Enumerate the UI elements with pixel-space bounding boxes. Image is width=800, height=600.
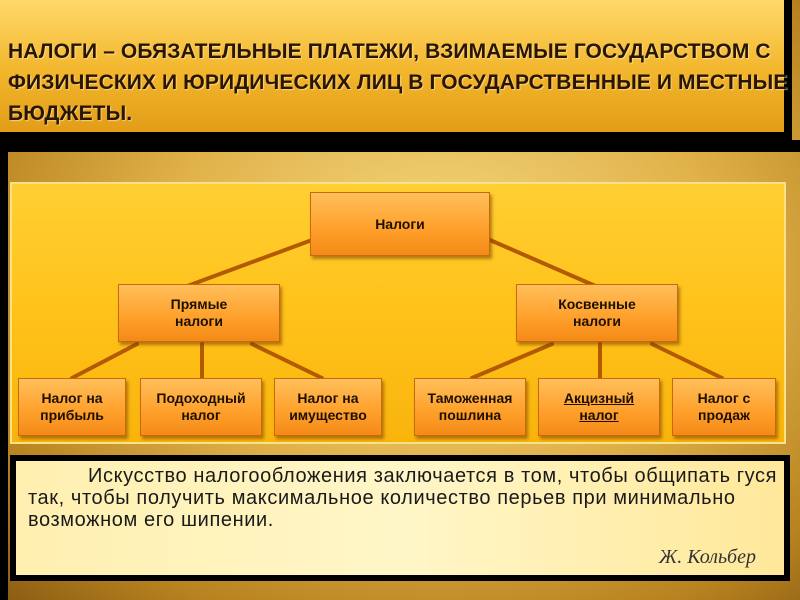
left-border — [0, 140, 8, 600]
quote-text: Искусство налогообложения заключается в … — [28, 465, 778, 531]
node-income-tax-label: Подоходный налог — [156, 390, 246, 423]
connector-indirect-sales — [650, 342, 724, 380]
node-sales-tax-label: Налог с продаж — [697, 390, 751, 423]
node-property-tax-label: Налог на имущество — [289, 390, 367, 423]
quote-panel: Искусство налогообложения заключается в … — [10, 455, 790, 581]
connector-indirect-customs — [470, 342, 554, 380]
connector-root-direct — [180, 238, 314, 290]
node-customs-duty: Таможенная пошлина — [414, 378, 526, 436]
connector-direct-property — [250, 342, 324, 380]
node-profit-tax: Налог на прибыль — [18, 378, 126, 436]
node-indirect-taxes-label: Косвенные налоги — [558, 296, 636, 329]
node-customs-duty-label: Таможенная пошлина — [427, 390, 513, 423]
node-excise-tax-link[interactable]: Акцизный налог — [563, 390, 635, 423]
diagram-connectors — [70, 238, 724, 380]
node-excise-tax[interactable]: Акцизный налог — [538, 378, 660, 436]
node-taxes: Налоги — [310, 192, 490, 256]
connector-direct-profit — [70, 342, 139, 380]
node-indirect-taxes: Косвенные налоги — [516, 284, 678, 342]
node-profit-tax-label: Налог на прибыль — [40, 390, 104, 423]
quote-author: Ж. Кольбер — [658, 546, 756, 568]
tax-diagram: Налоги Прямые налоги Косвенные налоги На… — [10, 182, 786, 444]
node-direct-taxes: Прямые налоги — [118, 284, 280, 342]
title-panel: НАЛОГИ – ОБЯЗАТЕЛЬНЫЕ ПЛАТЕЖИ, ВЗИМАЕМЫЕ… — [0, 0, 792, 140]
node-direct-taxes-label: Прямые налоги — [170, 296, 228, 329]
node-income-tax: Подоходный налог — [140, 378, 262, 436]
divider-band — [0, 140, 800, 152]
node-sales-tax: Налог с продаж — [672, 378, 776, 436]
connector-root-indirect — [488, 238, 602, 290]
node-property-tax: Налог на имущество — [274, 378, 382, 436]
slide-title: НАЛОГИ – ОБЯЗАТЕЛЬНЫЕ ПЛАТЕЖИ, ВЗИМАЕМЫЕ… — [8, 40, 788, 125]
node-taxes-label: Налоги — [375, 215, 425, 232]
